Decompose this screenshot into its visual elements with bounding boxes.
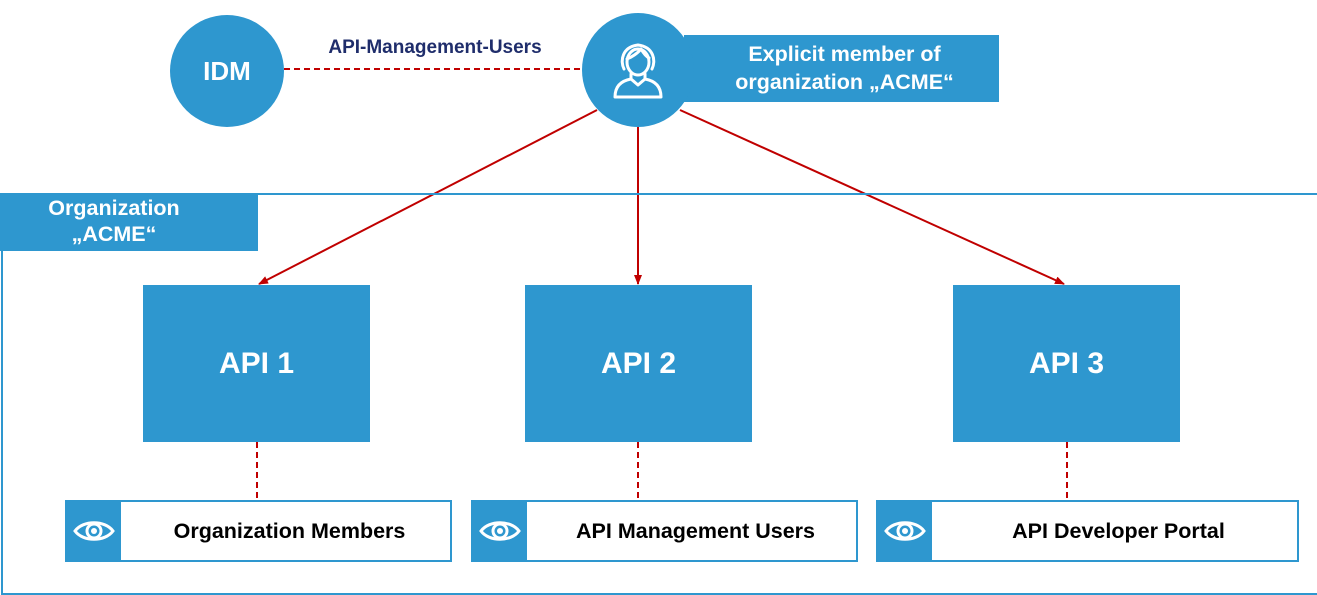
- member-label-line-1: Explicit member of: [748, 41, 941, 66]
- idm-node: IDM: [170, 15, 284, 127]
- member-label-line-2: organization „ACME“: [735, 69, 954, 94]
- api-1-label: API 1: [218, 346, 295, 380]
- arrow-to-api-1: [258, 109, 598, 285]
- idm-label: IDM: [203, 55, 251, 86]
- eye-icon: [473, 502, 527, 560]
- view-label: API Management Users: [576, 518, 815, 543]
- view-organization-members: Organization Members: [65, 500, 452, 562]
- api-3-label: API 3: [1028, 346, 1105, 380]
- api-2-node: API 2: [525, 285, 752, 442]
- view-label: API Developer Portal: [1012, 518, 1225, 543]
- explicit-member-label: Explicit member of organization „ACME“: [684, 35, 999, 102]
- view-api-management-users: API Management Users: [471, 500, 858, 562]
- eye-icon: [878, 502, 932, 560]
- female-user-icon: [613, 43, 663, 99]
- api-management-users-link-label: API-Management-Users: [328, 37, 542, 58]
- eye-icon: [67, 502, 121, 560]
- api-2-label: API 2: [600, 346, 677, 380]
- api-1-node: API 1: [143, 285, 370, 442]
- view-api-developer-portal: API Developer Portal: [876, 500, 1299, 562]
- arrow-to-api-3: [679, 109, 1065, 285]
- user-node: [582, 13, 694, 127]
- organization-label-line-2: „ACME“: [71, 222, 157, 246]
- api-3-node: API 3: [953, 285, 1180, 442]
- organization-label-line-1: Organization: [48, 196, 180, 221]
- view-label: Organization Members: [173, 518, 406, 543]
- organization-label: Organization „ACME“: [0, 193, 258, 251]
